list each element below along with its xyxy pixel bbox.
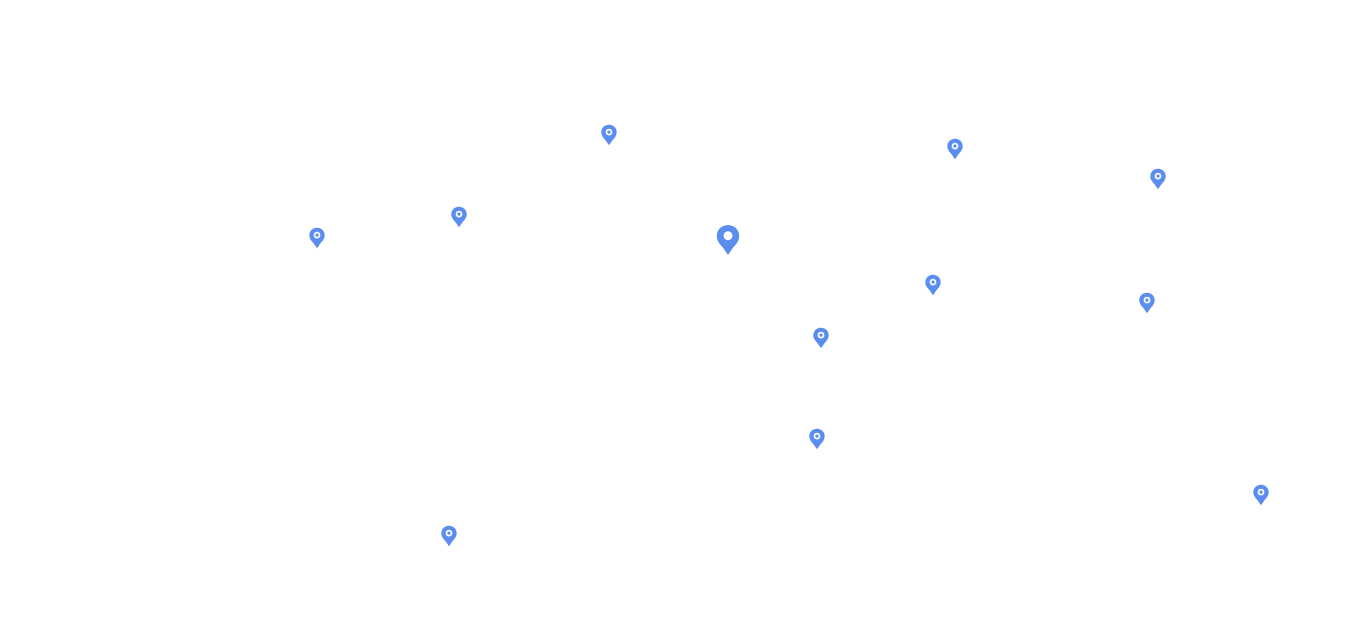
- pin-center-dot: [819, 333, 823, 337]
- map-pin-8[interactable]: [1138, 292, 1156, 314]
- map-pin-1[interactable]: [600, 124, 618, 146]
- pin-center-dot: [447, 531, 451, 535]
- pin-center: [723, 231, 733, 241]
- map-pin-7[interactable]: [924, 274, 942, 296]
- map-pin-2[interactable]: [946, 138, 964, 160]
- map-pin-5[interactable]: [308, 227, 326, 249]
- map-pin-selected[interactable]: [715, 224, 741, 256]
- map-pin-11[interactable]: [1252, 484, 1270, 506]
- map-pin-9[interactable]: [812, 327, 830, 349]
- map-pin-4[interactable]: [450, 206, 468, 228]
- pin-center-dot: [457, 212, 461, 216]
- pin-center-dot: [815, 434, 819, 438]
- pin-center-dot: [1145, 298, 1149, 302]
- location-pin-icon: [1253, 484, 1269, 506]
- location-pin-icon: [451, 206, 467, 228]
- map-pin-10[interactable]: [808, 428, 826, 450]
- pin-center-dot: [931, 280, 935, 284]
- location-pin-icon: [925, 274, 941, 296]
- pin-center-dot: [1156, 174, 1160, 178]
- location-pin-icon: [716, 225, 740, 255]
- location-pin-icon: [947, 138, 963, 160]
- map-pin-3[interactable]: [1149, 168, 1167, 190]
- location-pin-icon: [441, 525, 457, 547]
- location-pin-icon: [309, 227, 325, 249]
- location-pin-icon: [813, 327, 829, 349]
- pin-center-dot: [953, 144, 957, 148]
- location-pin-icon: [1150, 168, 1166, 190]
- pin-center-dot: [1259, 490, 1263, 494]
- location-pin-icon: [809, 428, 825, 450]
- pin-center-dot: [315, 233, 319, 237]
- map-pin-12[interactable]: [440, 525, 458, 547]
- location-pin-icon: [1139, 292, 1155, 314]
- pin-center-dot: [607, 130, 611, 134]
- location-pin-icon: [601, 124, 617, 146]
